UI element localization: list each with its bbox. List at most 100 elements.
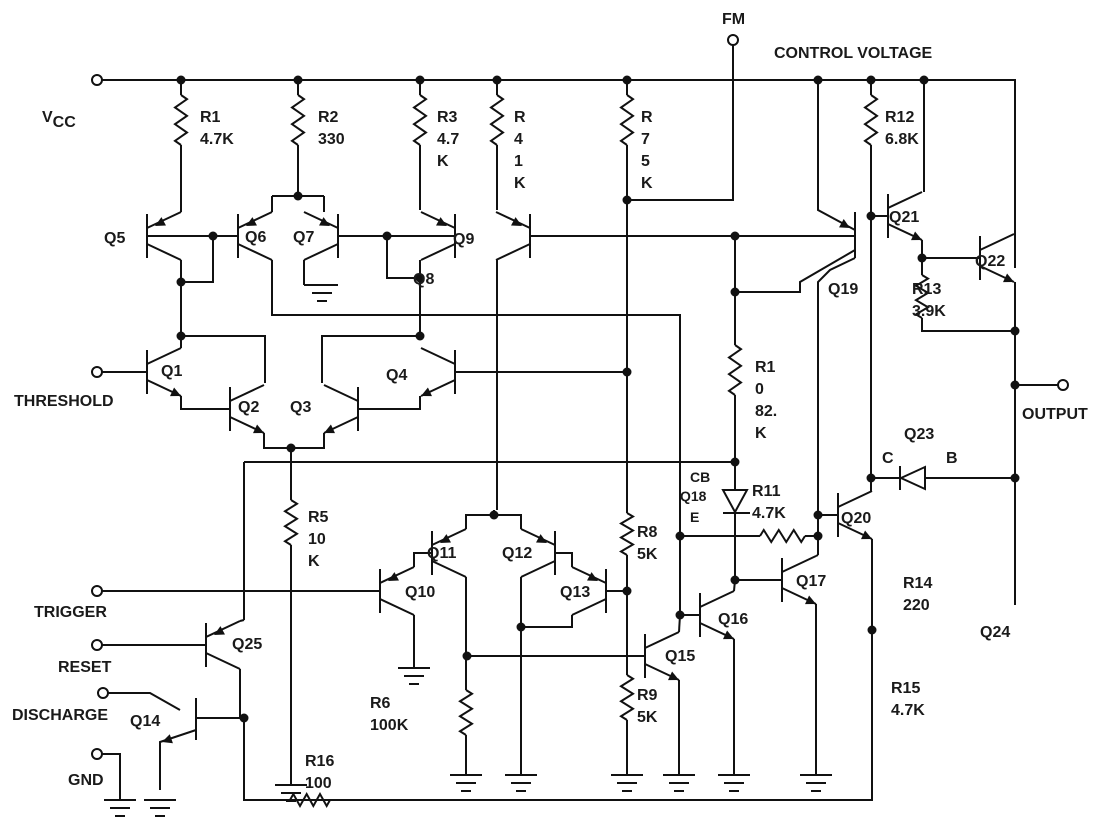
- output-terminal: [1057, 379, 1069, 391]
- collector-lead: [520, 528, 556, 546]
- svg-text:R8: R8: [637, 524, 658, 541]
- q13-label: Q13: [560, 584, 590, 601]
- junction-dot: [208, 231, 218, 241]
- fm-label: FM: [722, 11, 745, 28]
- svg-text:100K: 100K: [370, 717, 409, 734]
- svg-text:K: K: [308, 553, 320, 570]
- svg-text:5K: 5K: [637, 546, 658, 563]
- junction-dot: [730, 231, 740, 241]
- emitter-arrow: [911, 231, 922, 241]
- wire: [159, 729, 197, 790]
- r1-resistor: [173, 94, 189, 146]
- collector-lead: [303, 211, 339, 229]
- q21-transistor: [887, 191, 923, 241]
- svg-text:K: K: [514, 175, 526, 192]
- junction-dot: [622, 586, 632, 596]
- ground-q16: [718, 774, 750, 792]
- wire: [180, 396, 230, 410]
- svg-text:K: K: [437, 153, 449, 170]
- q7-transistor: [303, 211, 339, 261]
- emitter-arrow: [319, 217, 330, 226]
- q20-label: Q20: [841, 510, 871, 527]
- q23-b-label: B: [946, 450, 958, 467]
- emitter-arrow: [668, 671, 679, 681]
- junction-dot: [415, 75, 425, 85]
- ground-r6: [398, 667, 430, 685]
- svg-text:R: R: [514, 109, 526, 126]
- collector-lead: [229, 384, 265, 402]
- svg-text:4.7K: 4.7K: [752, 505, 786, 522]
- svg-text:330: 330: [318, 131, 345, 148]
- emitter-lead: [205, 652, 241, 670]
- emitter-lead: [571, 598, 607, 616]
- q3-label: Q3: [290, 399, 311, 416]
- junction-dot: [1010, 326, 1020, 336]
- emitter-arrow: [246, 217, 257, 226]
- collector-lead: [420, 347, 456, 365]
- ground-q14: [144, 799, 176, 817]
- fm-terminal: [727, 34, 739, 46]
- components: [91, 34, 1069, 817]
- collector-lead: [837, 490, 873, 508]
- emitter-arrow: [421, 387, 432, 397]
- svg-text:5: 5: [641, 153, 650, 170]
- q4-transistor: [420, 347, 456, 397]
- ground-q15: [663, 774, 695, 792]
- junction-dot: [622, 195, 632, 205]
- junction-dot: [415, 331, 425, 341]
- threshold-terminal: [91, 366, 103, 378]
- collector-lead: [146, 211, 182, 229]
- collector-lead: [495, 211, 531, 229]
- wire: [413, 552, 432, 567]
- collector-lead: [571, 566, 607, 584]
- q23-diode-icon: [898, 465, 926, 491]
- r10-resistor: [727, 344, 743, 396]
- q6-label: Q6: [245, 229, 266, 246]
- r8-resistor: [619, 512, 635, 556]
- svg-text:K: K: [641, 175, 653, 192]
- junction-dot: [866, 75, 876, 85]
- reset-label: RESET: [58, 659, 112, 676]
- wire: [735, 249, 856, 293]
- q12-transistor: [520, 528, 556, 578]
- wire: [358, 396, 421, 410]
- q1-transistor: [146, 347, 182, 397]
- wire: [180, 335, 266, 383]
- svg-text:K: K: [755, 425, 767, 442]
- junction-dot: [382, 231, 392, 241]
- junction-dot: [176, 331, 186, 341]
- junction-dot: [622, 367, 632, 377]
- q5-transistor: [146, 211, 182, 261]
- junction-dots: [176, 75, 1020, 723]
- q11-label: Q11: [427, 545, 456, 562]
- control-voltage-label: CONTROL VOLTAGE: [774, 45, 933, 62]
- collector-lead: [237, 211, 273, 229]
- ground-q12: [505, 774, 537, 792]
- q25-transistor: [205, 620, 241, 670]
- svg-text:R1: R1: [755, 359, 776, 376]
- svg-text:10: 10: [308, 531, 326, 548]
- q18-diode-icon: [721, 489, 749, 515]
- trigger-label: TRIGGER: [34, 604, 107, 621]
- r6-resistor: [458, 689, 474, 736]
- junction-dot: [293, 191, 303, 201]
- junction-dot: [293, 75, 303, 85]
- junction-dot: [813, 75, 823, 85]
- q13-transistor: [571, 566, 607, 616]
- emitter-lead: [237, 243, 273, 261]
- svg-text:R16: R16: [305, 753, 334, 770]
- q18-e-label: E: [690, 509, 699, 525]
- collector-lead: [887, 191, 923, 209]
- junction-dot: [462, 651, 472, 661]
- collector-lead: [699, 590, 735, 608]
- emitter-arrow: [388, 572, 399, 581]
- q19-label: Q19: [828, 281, 858, 298]
- wire: [271, 260, 681, 615]
- q6-transistor: [237, 211, 273, 261]
- svg-text:R12: R12: [885, 109, 914, 126]
- junction-dot: [489, 510, 499, 520]
- discharge-label: DISCHARGE: [12, 707, 108, 724]
- q16-transistor: [699, 590, 735, 640]
